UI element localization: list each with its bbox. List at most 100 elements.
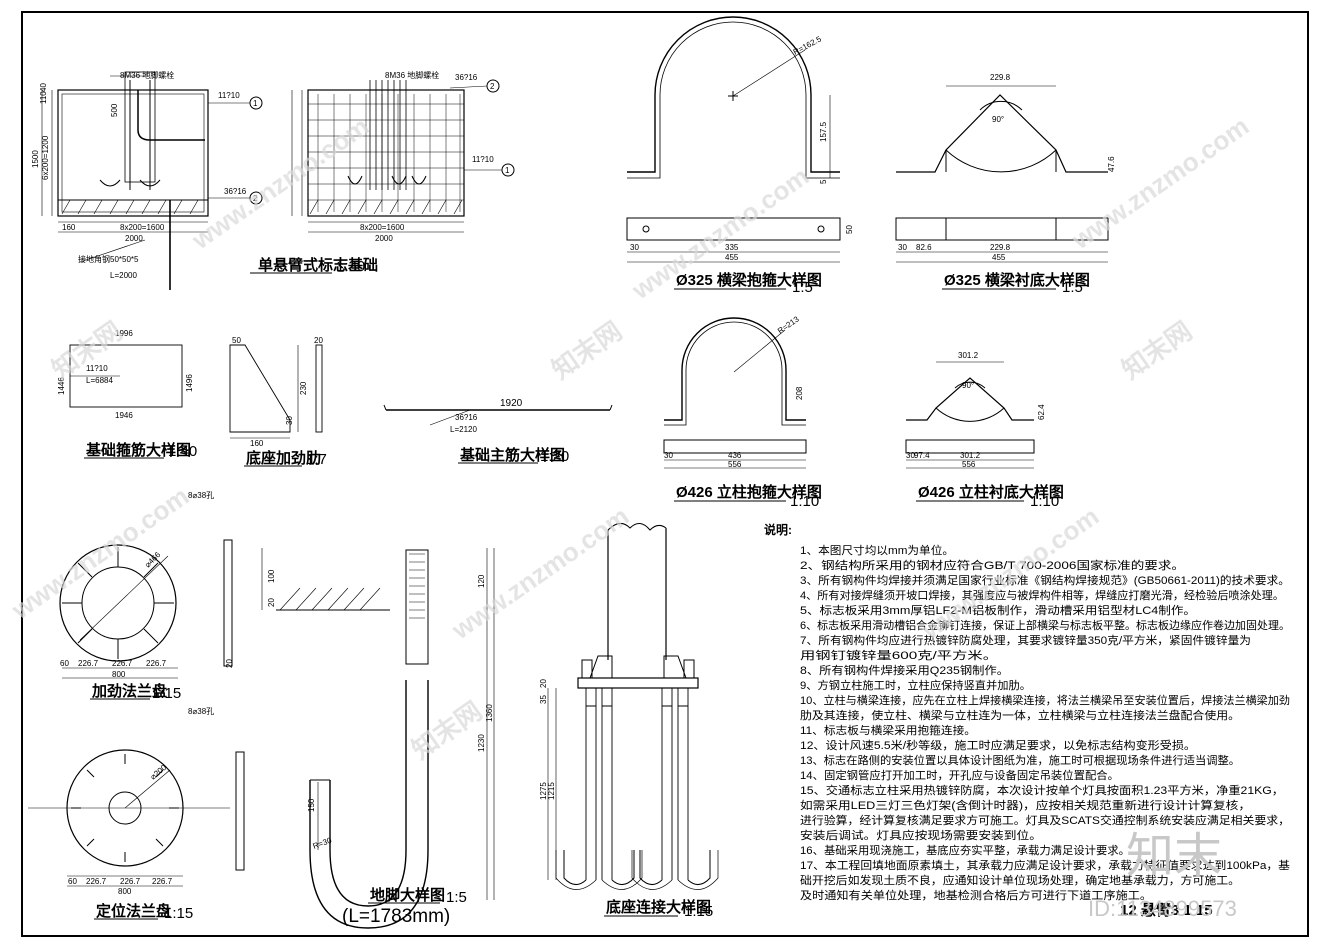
dim-bc-35: 35: [539, 695, 548, 704]
note-line: 9、方钢立柱施工时，立柱应保持竖直并加肋。: [800, 678, 1031, 692]
scale-beam-clamp-325: 1:5: [792, 279, 813, 296]
title-foundation: 单悬臂式标志基础: [258, 256, 378, 274]
dim-r-50: 50: [232, 336, 241, 345]
dim-an-100: 100: [267, 569, 276, 583]
dim-p325-229: 229.8: [990, 73, 1011, 82]
note-line: 如需采用LED三灯三色灯架(含倒计时器)，应按相关规范重新进行设计计算复核，: [800, 798, 1251, 812]
note-line: 6、标志板采用滑动槽铝合金铆钉连接，保证上部横梁与标志板平整。标志板边缘应作卷边…: [800, 618, 1290, 632]
title-beam-pad-325: Ø325 横梁衬底大样图: [944, 271, 1090, 289]
scale-stirrup: 1:40: [168, 443, 197, 460]
dim-an-20: 20: [267, 598, 276, 607]
scale-base-conn: 1:15: [684, 903, 713, 920]
label-holes-a: 8⌀38孔: [188, 491, 214, 500]
dim-an-150: 150: [307, 798, 316, 812]
dim-an-1360: 1360: [485, 704, 494, 722]
dim-fl-226d: 226.7: [86, 877, 107, 886]
dim-p426-62: 62.4: [1037, 404, 1046, 420]
dim-r-230: 230: [299, 381, 308, 395]
stirrup-detail: [69, 344, 183, 408]
note-line: 肋及其连接，使立柱、横梁与立柱连为一体，立柱横梁与立柱连接法兰盘配合使用。: [800, 708, 1240, 722]
dim-r-160: 160: [250, 439, 264, 448]
watermark-cn-1: 知末网: [46, 316, 127, 385]
scale-col-clamp-426: 1:10: [790, 493, 819, 510]
dim-c426-30: 30: [664, 451, 673, 460]
watermark-id: ID:1134899573: [1088, 896, 1237, 921]
dim-bc-20: 20: [539, 679, 548, 688]
dim-c426-436: 436: [728, 451, 742, 460]
label-r162: R=162.5: [792, 34, 824, 57]
label-bar-11-10-a: 11?10: [218, 91, 240, 100]
dim-p426-97: 97.4: [914, 451, 930, 460]
note-line: 11、标志板与横梁采用抱箍连接。: [800, 723, 976, 737]
dim-p325-455: 455: [992, 253, 1006, 262]
anchor-bolt-detail: [261, 548, 495, 929]
dim-an-1230: 1230: [477, 734, 486, 752]
scale-col-pad-426: 1:10: [1030, 493, 1059, 510]
dim-fl-226c: 226.7: [146, 659, 167, 668]
note-line: 安装后调试。灯具应按现场需要安装到位。: [800, 828, 1042, 842]
dim-c325-30: 30: [630, 243, 639, 252]
label-angle-length: L=2000: [110, 271, 137, 280]
dim-f-2000b: 2000: [375, 234, 393, 243]
note-line: 16、基础采用现浇施工，基底应夯实平整，承载力满足设计要求。: [800, 843, 1130, 857]
positioning-flange-plate: [28, 749, 245, 887]
dim-p325-82: 82.6: [916, 243, 932, 252]
note-line: 4、所有对接焊缝须开坡口焊接，其强度应与被焊构件相等，焊缝应打磨光滑，经检验后喷…: [800, 588, 1284, 602]
label-main-bar: 36?16: [455, 413, 478, 422]
dim-m-1920: 1920: [500, 398, 523, 409]
title-main-bar: 基础主筋大样图: [459, 446, 565, 464]
note-line: 17、本工程回填地面原素填土，其承载力应满足设计要求，承载力特征值要求达到100…: [800, 858, 1290, 872]
dim-fl-60a: 60: [60, 659, 69, 668]
title-beam-clamp-325: Ø325 横梁抱箍大样图: [676, 271, 822, 289]
watermark-cn-3: 知末网: [1116, 316, 1197, 385]
dim-f-160a: 160: [62, 223, 76, 232]
label-bar-11-10-b: 11?10: [472, 155, 494, 164]
note-line: 7、所有钢构件均应进行热镀锌防腐处理，其要求镀锌量350克/平方米，紧固件镀锌量…: [800, 633, 1251, 647]
dim-c325-157: 157.5: [819, 121, 828, 142]
title-stiff-flange: 加劲法兰盘: [91, 682, 167, 700]
beam-pad-325: [895, 85, 1109, 263]
label-main-bar-length: L=2120: [450, 425, 477, 434]
foundation-section-b: [291, 79, 515, 233]
dim-p426-301b: 301.2: [960, 451, 981, 460]
note-line: 14、固定钢管应打开加工时，开孔应与设备固定吊装位置配合。: [800, 768, 1119, 782]
note-line: 8、所有钢构件焊接采用Q235钢制作。: [800, 663, 1009, 677]
dim-s-1496: 1496: [185, 374, 194, 392]
dim-p426-301: 301.2: [958, 351, 979, 360]
foundation-section-a: [41, 71, 263, 290]
title-base-conn: 底座连接大样图: [606, 898, 711, 916]
stiffened-flange-plate: [59, 539, 233, 679]
dim-f-2000a: 2000: [125, 234, 143, 243]
label-angle-steel: 接地角钢50*50*5: [78, 254, 139, 264]
dim-f-1600a: 8x200=1600: [120, 223, 165, 232]
dim-s-1996: 1996: [115, 329, 133, 338]
dim-c426-556: 556: [728, 460, 742, 469]
watermark-text-4: www.znzmo.com: [5, 481, 194, 626]
watermark-text-1: www.znzmo.com: [185, 111, 374, 256]
label-holes-b: 8⌀38孔: [188, 707, 214, 716]
scale-anchor: 1:5: [446, 889, 467, 906]
label-stirrup-length: L=6884: [86, 376, 113, 385]
note-line: 5、标志板采用3mm厚铝LF2-M铝板制作，滑动槽采用铝型材LC4制作。: [800, 603, 1196, 617]
dim-f-110: 110: [39, 91, 48, 104]
drawing-number: 12 悬臂3 1 15: [1120, 901, 1213, 919]
label-bar-36-16-b: 36?16: [455, 73, 478, 82]
note-line: 及时通知有关单位处理，地基检测合格后方可进行下道工序施工。: [800, 888, 1152, 902]
label-m36-a: 8M36 地脚螺栓: [120, 70, 174, 80]
note-line: 13、标志在路侧的安装位置以具体设计图纸为准，施工时可根据现场条件进行适当调整。: [800, 753, 1240, 767]
watermark-text-3: www.znzmo.com: [1065, 111, 1254, 256]
column-clamp-426: [663, 317, 807, 469]
dim-fl-226e: 226.7: [120, 877, 141, 886]
label-90-a: 90°: [992, 115, 1004, 124]
dim-p426-556: 556: [962, 460, 976, 469]
circle-marker-1: 1: [253, 99, 258, 108]
dim-f-40: 40: [39, 83, 48, 92]
scale-beam-pad-325: 1:5: [1062, 279, 1083, 296]
dim-fl-226a: 226.7: [78, 659, 99, 668]
dim-c325-50: 50: [845, 225, 854, 234]
watermark-cn-4: 知末网: [406, 696, 487, 765]
dim-r-20: 20: [314, 336, 323, 345]
label-bar-36-16-a: 36?16: [224, 187, 247, 196]
circle-marker-2: 2: [253, 194, 258, 203]
note-line: 进行验算，经计算复核满足要求方可施工。灯具及SCATS交通控制系统安装应满足相关…: [800, 813, 1290, 827]
